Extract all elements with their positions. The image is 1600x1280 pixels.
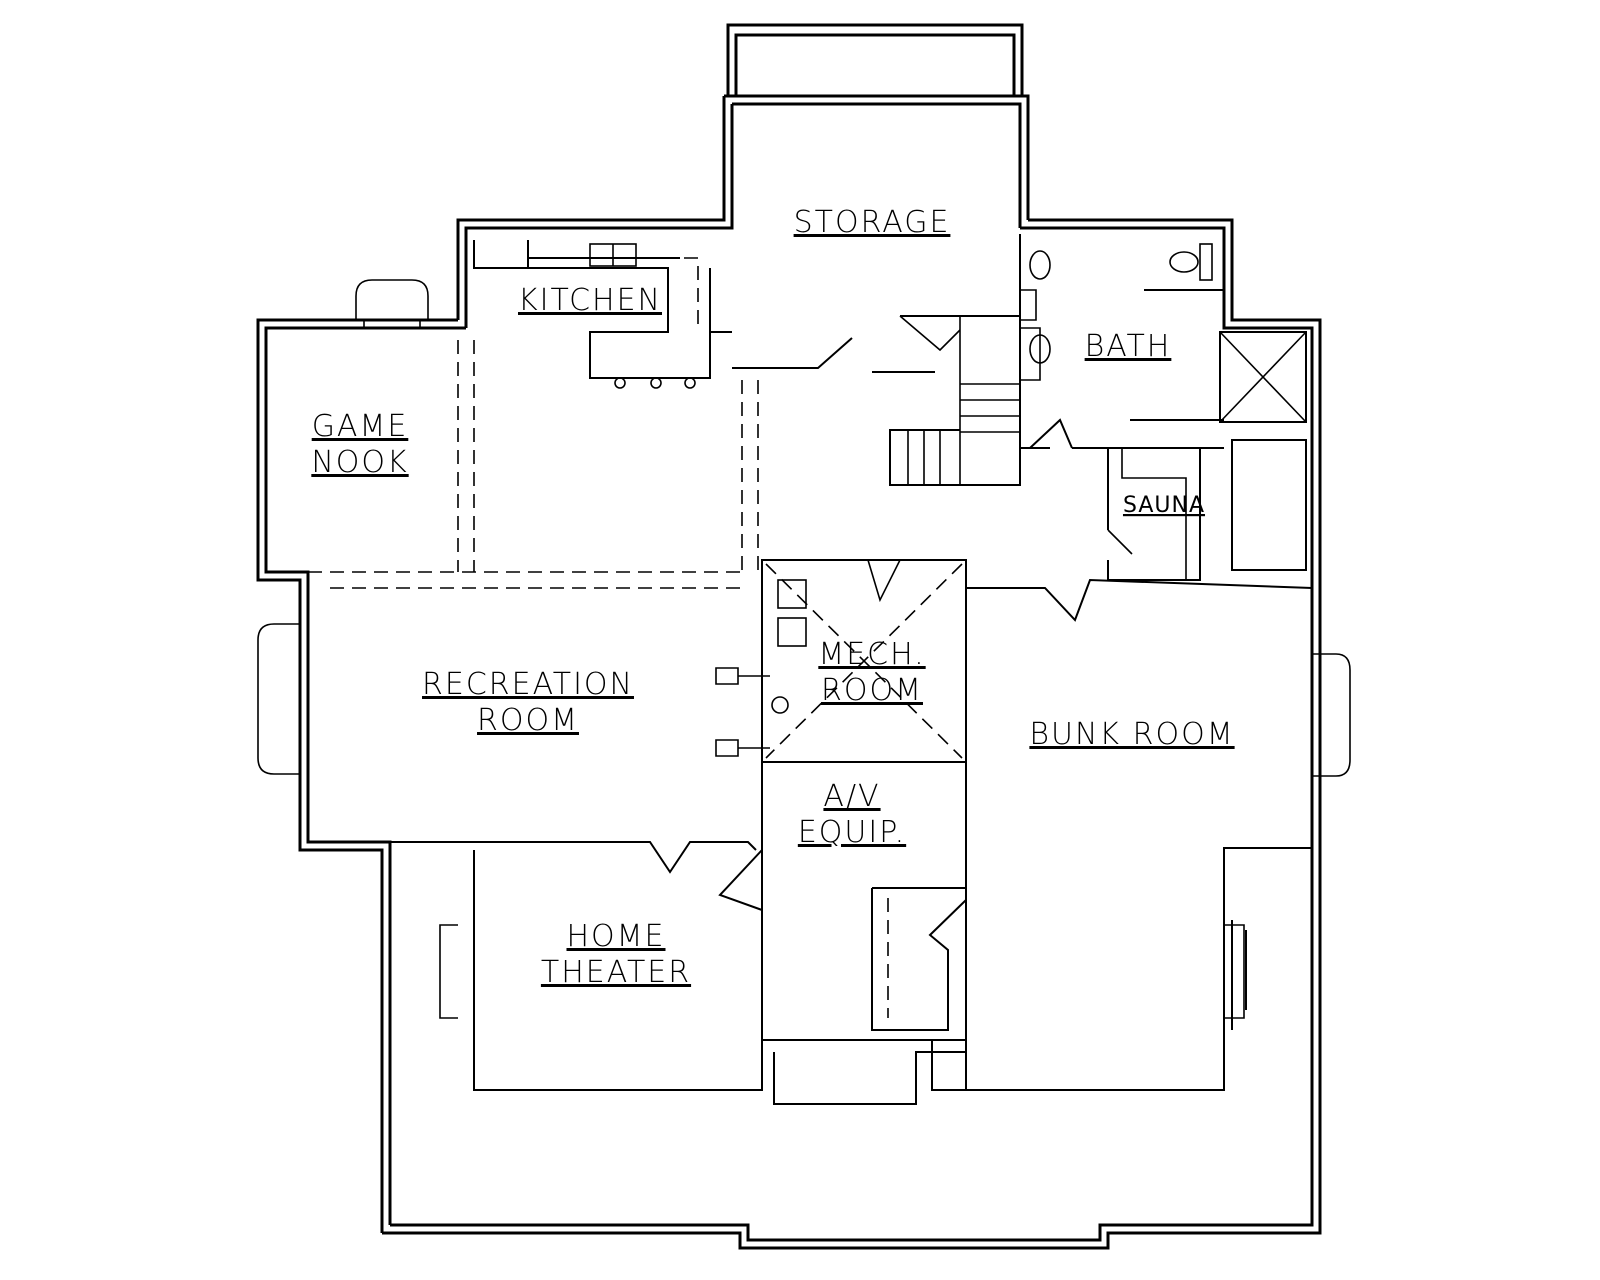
label-storage: STORAGE: [794, 205, 951, 240]
interior-walls: [308, 234, 1313, 1105]
label-kitchen: KITCHEN: [518, 283, 662, 318]
room-labels: STORAGE KITCHEN BATH GAME NOOK SAUNA MEC…: [311, 205, 1234, 990]
label-bath: BATH: [1085, 329, 1172, 364]
label-game-nook-1: GAME: [312, 409, 409, 444]
label-theater-2: THEATER: [541, 955, 691, 990]
label-av-1: A/V: [823, 779, 880, 814]
label-sauna: SAUNA: [1123, 493, 1205, 518]
label-recreation-2: ROOM: [477, 703, 579, 738]
label-game-nook-2: NOOK: [311, 445, 408, 480]
label-recreation-1: RECREATION: [422, 667, 634, 702]
label-mech-1: MECH.: [818, 637, 925, 672]
windows: [257, 279, 1351, 1019]
label-theater-1: HOME: [566, 919, 665, 954]
label-av-2: EQUIP.: [798, 815, 906, 850]
exterior-walls: [256, 23, 1322, 1250]
label-bunk-room: BUNK ROOM: [1029, 717, 1234, 752]
label-mech-2: ROOM: [821, 673, 923, 708]
